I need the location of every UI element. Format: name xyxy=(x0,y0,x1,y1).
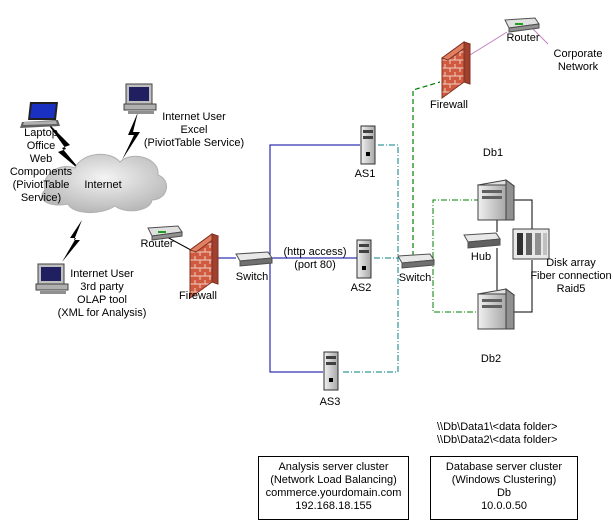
server-tower-icon xyxy=(360,125,376,165)
database-server-icon xyxy=(476,288,516,330)
switch-firewall-link xyxy=(412,81,441,256)
disk-array-icon xyxy=(512,228,550,260)
firewall-label: Firewall xyxy=(179,290,217,302)
box-line: Db xyxy=(496,487,512,499)
firewall-label: Firewall xyxy=(430,99,468,111)
switch-icon xyxy=(397,253,435,269)
firewall-icon xyxy=(440,41,472,99)
db2-label: Db2 xyxy=(480,353,502,365)
internet-cloud-icon xyxy=(41,153,167,213)
laptop-icon xyxy=(20,102,60,128)
database-server-icon xyxy=(476,179,516,221)
hub-label: Hub xyxy=(470,251,492,263)
server-tower-icon xyxy=(356,239,372,279)
router-icon xyxy=(504,17,540,33)
internet-user-excel-label: Internet User Excel (PiviotTable Service… xyxy=(140,111,248,150)
as1-label: AS1 xyxy=(354,168,376,180)
internet-user-olap-label: Internet User 3rd party OLAP tool (XML f… xyxy=(52,268,152,320)
desktop-computer-icon xyxy=(123,83,157,114)
path-line: \\Db\Data2\<data folder> xyxy=(437,434,558,446)
database-server-cluster-box: Database server cluster (Windows Cluster… xyxy=(430,456,578,520)
router-icon xyxy=(147,225,183,241)
label-line: Disk array xyxy=(546,257,596,269)
box-line: Analysis server cluster xyxy=(278,461,389,473)
box-line: commerce.yourdomain.com xyxy=(265,487,402,499)
disk-array-label: Disk array Fiber connection Raid5 xyxy=(528,257,613,296)
as2-label: AS2 xyxy=(350,282,372,294)
label-line: (port 80) xyxy=(294,259,336,271)
lightning-bolt-icon xyxy=(122,112,140,160)
label-line: Network xyxy=(557,61,599,73)
firewall-router-link xyxy=(469,31,508,56)
label-line: Fiber connection xyxy=(530,270,612,282)
box-line: (Network Load Balancing) xyxy=(270,474,397,486)
laptop-label-line: (PiviotTable xyxy=(12,179,70,191)
hub-icon xyxy=(463,232,501,249)
analysis-server-cluster-box: Analysis server cluster (Network Load Ba… xyxy=(258,456,409,520)
laptop-label-line: Web xyxy=(29,153,53,165)
label-line: (PiviotTable Service) xyxy=(143,137,245,149)
laptop-label: Laptop Office Web Components (PiviotTabl… xyxy=(6,127,76,205)
label-line: (http access) xyxy=(283,246,347,258)
laptop-label-line: Components xyxy=(9,166,73,178)
db1-label: Db1 xyxy=(482,147,504,159)
label-line: Internet User xyxy=(70,268,134,280)
box-line: (Windows Clustering) xyxy=(451,474,557,486)
label-line: Internet User xyxy=(162,111,226,123)
laptop-label-line: Office xyxy=(26,140,56,152)
box-line: 192.168.18.155 xyxy=(295,500,372,512)
http-access-label: (http access) (port 80) xyxy=(280,246,350,272)
firewall-icon xyxy=(188,233,220,299)
label-line: Excel xyxy=(180,124,208,136)
label-line: 3rd party xyxy=(80,281,124,293)
label-line: Corporate xyxy=(553,48,603,60)
laptop-label-line: Laptop xyxy=(24,127,58,139)
server-tower-icon xyxy=(323,351,339,391)
green-db-connections xyxy=(432,199,478,313)
switch-icon xyxy=(235,251,273,267)
path-line: \\Db\Data1\<data folder> xyxy=(437,421,558,433)
router-label: Router xyxy=(506,32,540,44)
laptop-label-line: Service) xyxy=(20,192,62,204)
label-line: OLAP tool xyxy=(77,294,127,306)
as3-label: AS3 xyxy=(319,396,341,408)
label-line: (XML for Analysis) xyxy=(57,307,147,319)
data-folder-paths: \\Db\Data1\<data folder> \\Db\Data2\<dat… xyxy=(437,421,557,447)
corporate-network-label: Corporate Network xyxy=(548,48,608,74)
switch-label: Switch xyxy=(235,271,269,283)
switch-label: Switch xyxy=(398,272,432,284)
lightning-bolt-icon xyxy=(62,220,82,262)
box-line: 10.0.0.50 xyxy=(481,500,527,512)
router-label: Router xyxy=(140,238,174,250)
label-line: Raid5 xyxy=(556,283,586,295)
desktop-computer-icon xyxy=(35,263,69,294)
internet-label: Internet xyxy=(84,179,122,191)
box-line: Database server cluster xyxy=(445,461,563,473)
teal-connections xyxy=(343,144,399,373)
